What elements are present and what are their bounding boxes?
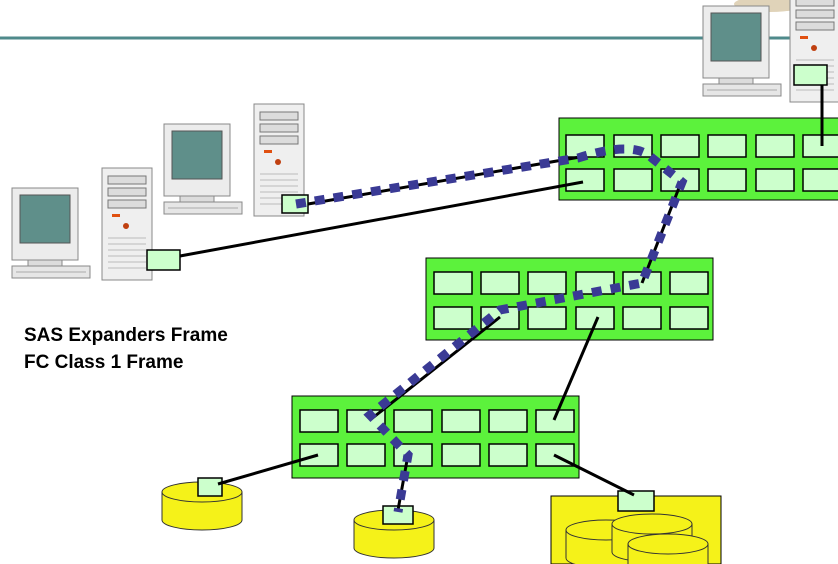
host-computer-1 (11, 167, 153, 281)
switch-port (299, 443, 339, 467)
switch-port (441, 443, 481, 467)
link (553, 453, 635, 497)
switch-port (527, 271, 567, 295)
link (307, 155, 581, 206)
switch-port (393, 443, 433, 467)
switch-expander-bottom (291, 395, 580, 479)
switch-port (488, 443, 528, 467)
disk-drive-icon (627, 533, 709, 564)
switch-port (488, 409, 528, 433)
switch-port (669, 271, 709, 295)
host-port (146, 249, 181, 271)
switch-port (433, 306, 473, 330)
disk-port (617, 490, 655, 512)
switch-port (575, 306, 615, 330)
switch-port (441, 409, 481, 433)
host-computer-3 (702, 0, 838, 103)
switch-port (433, 271, 473, 295)
caption-line-2: FC Class 1 Frame (24, 352, 184, 373)
disk-port (197, 477, 223, 497)
switch-port (669, 306, 709, 330)
switch-port (527, 306, 567, 330)
switch-port (707, 168, 747, 192)
desktop-computer-icon (163, 123, 243, 215)
desktop-computer-icon (702, 5, 782, 97)
desktop-computer-icon (11, 187, 91, 279)
switch-port (535, 409, 575, 433)
link (640, 179, 684, 284)
switch-port (299, 409, 339, 433)
link (552, 316, 600, 421)
switch-port (565, 168, 605, 192)
switch-port (622, 306, 662, 330)
caption-line-1: SAS Expanders Frame (24, 325, 228, 346)
link (369, 315, 501, 422)
switch-expander-icon (291, 395, 580, 479)
switch-expander-top (558, 117, 838, 201)
switch-port (393, 409, 433, 433)
switch-port (707, 134, 747, 158)
frame-path (295, 144, 688, 513)
switch-port (480, 271, 520, 295)
switch-port (613, 168, 653, 192)
link (217, 453, 319, 486)
switch-port (802, 168, 838, 192)
switch-port (755, 134, 795, 158)
switch-port (660, 134, 700, 158)
host-port (793, 64, 828, 86)
switch-expander-middle (425, 257, 714, 341)
tower-computer-icon (101, 167, 153, 281)
switch-expander-icon (425, 257, 714, 341)
link (179, 180, 584, 258)
tower-computer-icon (789, 0, 838, 103)
switch-port (346, 443, 386, 467)
switch-port (755, 168, 795, 192)
link (396, 454, 410, 511)
